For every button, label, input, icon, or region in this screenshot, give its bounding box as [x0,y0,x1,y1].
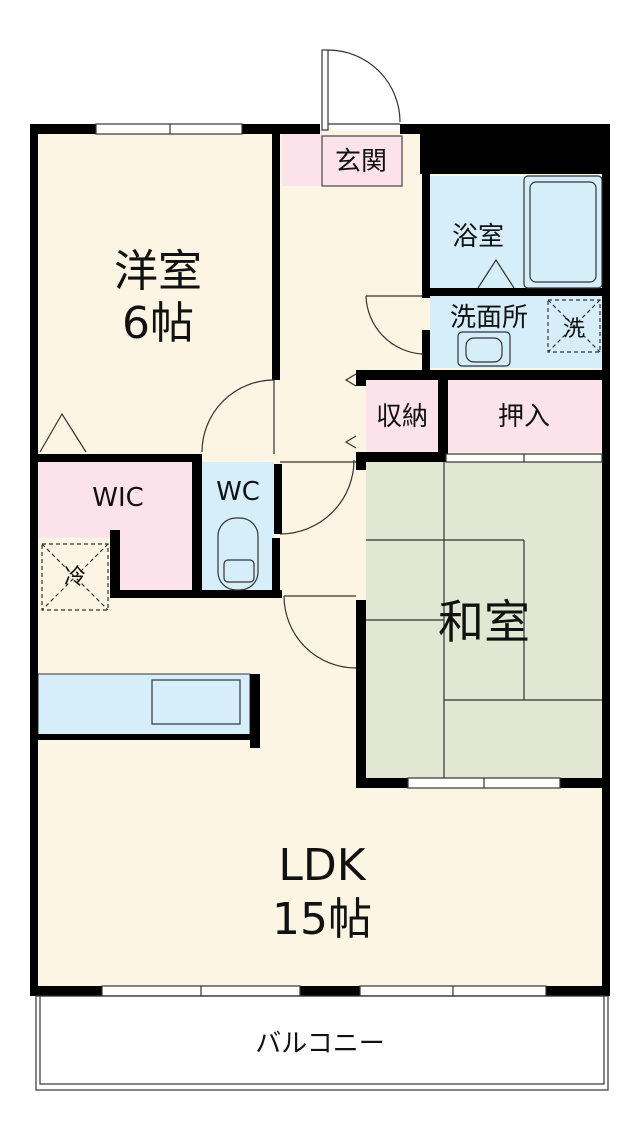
storage-label: 収納 [376,402,428,432]
wic-label: WIC [92,483,144,513]
windows [95,123,603,997]
entrance-label: 玄関 [335,147,387,177]
ldk-size: 15帖 [272,894,372,945]
bath-label: 浴室 [452,222,504,252]
tatami-lines [366,462,602,778]
western-room-name: 洋室 [114,246,202,297]
balcony-label: バルコニー [255,1029,384,1059]
washroom-label: 洗面所 [450,303,528,333]
entrance-floor [282,130,322,186]
ldk-name: LDK [278,840,366,891]
kitchen-sink [151,679,241,725]
closet-label: 押入 [498,402,550,432]
walls [30,124,610,996]
fridge-mark: 冷 [64,565,86,590]
japanese-room-label: 和室 [438,595,530,649]
fixtures [35,135,609,1091]
washer-mark: 洗 [563,317,585,342]
washroom-floor [430,296,602,368]
closet-floor [446,380,602,452]
wc-label: WC [216,477,260,507]
storage-floor [366,380,440,452]
western-room-size: 6帖 [122,298,194,349]
wic-floor [38,462,192,590]
